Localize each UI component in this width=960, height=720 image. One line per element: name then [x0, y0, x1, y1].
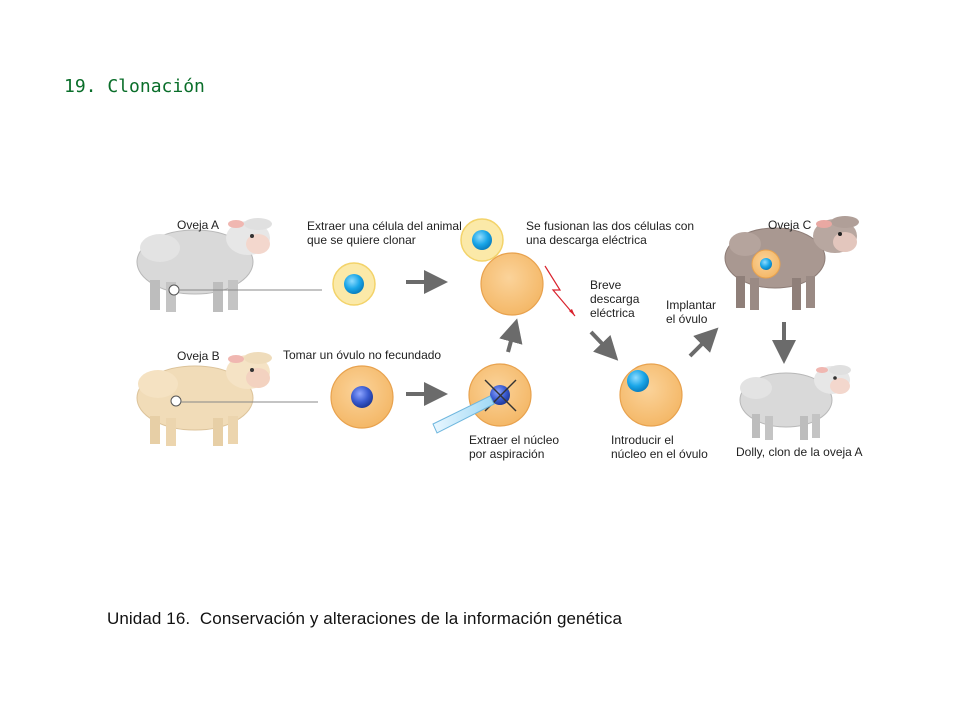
label-fuse-line1: Se fusionan las dos células con: [526, 219, 695, 233]
reconstructed-ovum: [619, 363, 683, 427]
label-implant-line1: Implantar: [666, 298, 717, 312]
label-aspirate-line2: por aspiración: [469, 447, 545, 461]
arrow-up-implant: [688, 327, 719, 358]
label-shock-line3: eléctrica: [590, 306, 635, 320]
label-extract-cell-line1: Extraer una célula del animal: [307, 219, 462, 233]
footer-caption: Unidad 16. Conservación y alteraciones d…: [107, 609, 622, 629]
sheep-a-illustration: [136, 218, 272, 312]
label-shock-line2: descarga: [590, 292, 640, 306]
label-fuse-line2: una descarga eléctrica: [526, 233, 647, 247]
sheep-b-illustration: [136, 352, 272, 446]
small-cell-top: [460, 218, 504, 262]
label-extract-cell-line2: que se quiere clonar: [307, 233, 416, 247]
electric-shock-icon: [544, 265, 576, 317]
micropipette: [432, 395, 495, 434]
label-extract-cell: Extraer una célula del animal que se qui…: [307, 219, 462, 247]
donor-cell: [332, 262, 376, 306]
footer-unit: Unidad 16.: [107, 609, 191, 628]
label-sheep-b: Oveja B: [177, 349, 220, 363]
label-dolly: Dolly, clon de la oveja A: [736, 445, 863, 459]
label-take-ovum: Tomar un óvulo no fecundado: [283, 348, 442, 362]
arrow-down-introduce: [589, 330, 619, 361]
label-aspirate-line1: Extraer el núcleo: [469, 433, 560, 447]
sheep-c-illustration: [724, 216, 859, 310]
label-sheep-a: Oveja A: [177, 218, 220, 232]
label-implant-line2: el óvulo: [666, 312, 708, 326]
aspiration-ovum: [468, 363, 532, 427]
enucleated-ovum-fusion: [480, 252, 544, 316]
label-fuse: Se fusionan las dos células con una desc…: [526, 219, 694, 247]
label-implant: Implantar el óvulo: [666, 298, 716, 326]
label-sheep-c: Oveja C: [768, 218, 812, 232]
dolly-illustration: [739, 365, 851, 440]
label-introduce: Introducir el núcleo en el óvulo: [611, 433, 708, 461]
unfertilized-ovum: [330, 365, 394, 429]
footer-topic: Conservación y alteraciones de la inform…: [199, 609, 623, 628]
label-introduce-line2: núcleo en el óvulo: [611, 447, 708, 461]
slide-title: 19. Clonación: [64, 76, 205, 97]
label-shock: Breve descarga eléctrica: [590, 278, 639, 320]
arrow-up-fusion: [499, 318, 523, 353]
label-aspirate: Extraer el núcleo por aspiración: [469, 433, 559, 461]
label-introduce-line1: Introducir el: [611, 433, 674, 447]
label-shock-line1: Breve: [590, 278, 622, 292]
